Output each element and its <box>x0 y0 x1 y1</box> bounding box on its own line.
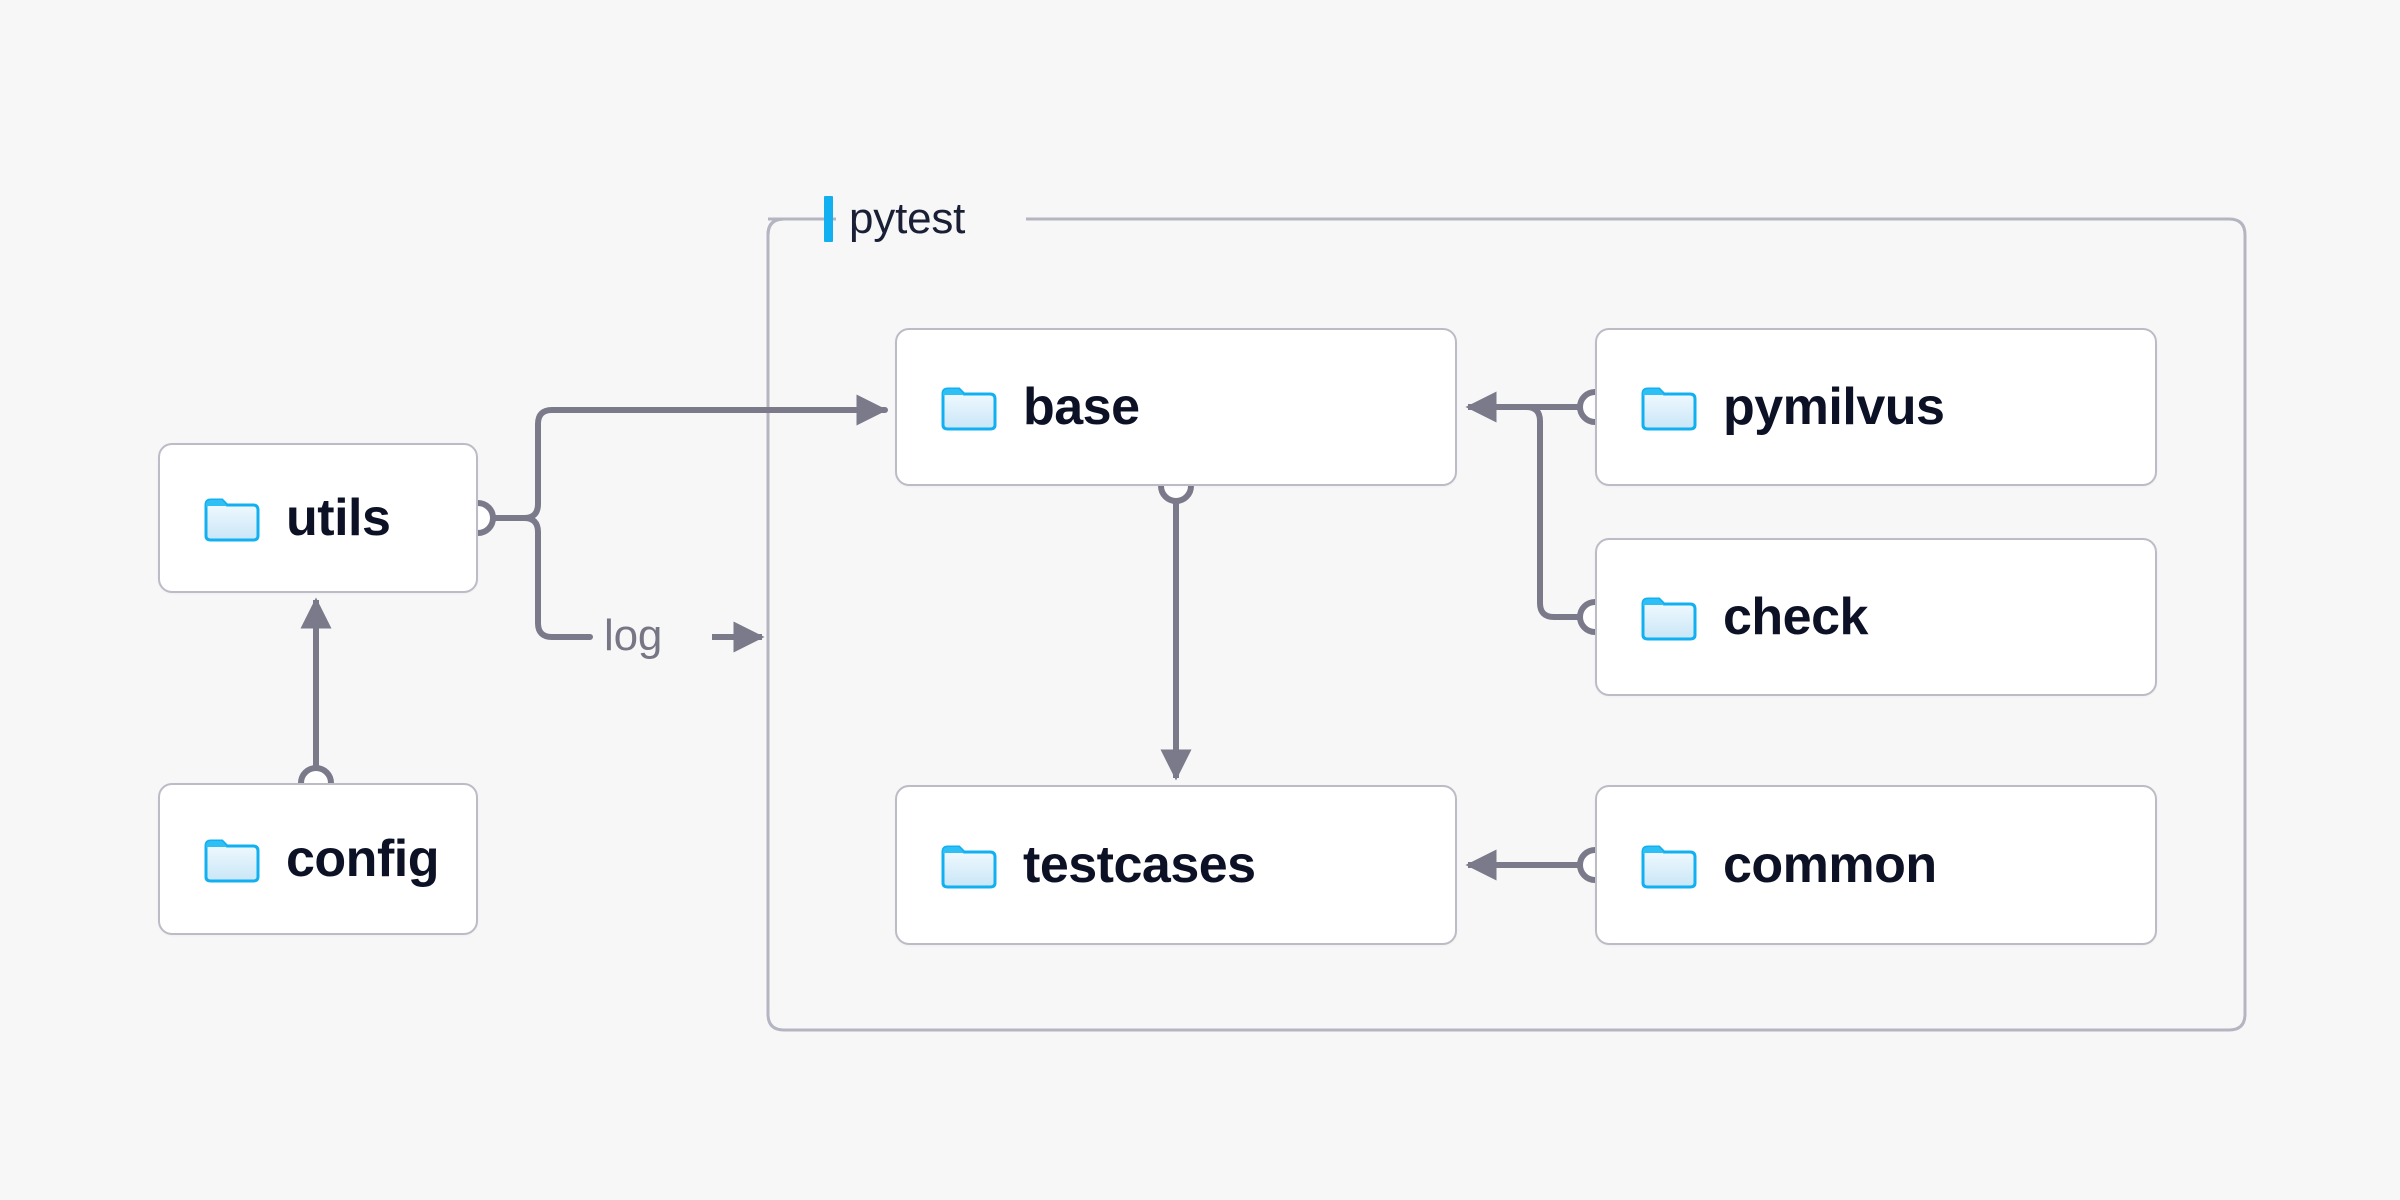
folder-icon <box>204 498 260 542</box>
node-check[interactable]: check <box>1595 538 2157 696</box>
folder-icon <box>1641 597 1697 641</box>
node-label-common: common <box>1723 836 1937 894</box>
folder-icon <box>204 839 260 883</box>
node-label-pymilvus: pymilvus <box>1723 378 1945 436</box>
edge-base-to-testcases <box>1158 468 1194 781</box>
edge-utils-branch <box>460 394 888 653</box>
edge-config-to-utils <box>298 597 334 801</box>
node-label-testcases: testcases <box>1023 836 1256 894</box>
node-common[interactable]: common <box>1595 785 2157 945</box>
node-label-base: base <box>1023 378 1140 436</box>
edge-label-log: log <box>604 611 663 660</box>
folder-icon <box>941 387 997 431</box>
node-pymilvus[interactable]: pymilvus <box>1595 328 2157 486</box>
node-config[interactable]: config <box>158 783 478 935</box>
folder-icon <box>1641 845 1697 889</box>
node-label-config: config <box>286 830 439 888</box>
node-testcases[interactable]: testcases <box>895 785 1457 945</box>
edge-pymilvus-check-to-base <box>1465 389 1613 635</box>
group-title-text: pytest <box>849 194 966 243</box>
pytest-group-label: pytest <box>824 196 965 242</box>
folder-icon <box>941 845 997 889</box>
node-utils[interactable]: utils <box>158 443 478 593</box>
folder-icon <box>1641 387 1697 431</box>
node-label-utils: utils <box>286 489 391 547</box>
node-base[interactable]: base <box>895 328 1457 486</box>
edge-common-to-testcases <box>1465 847 1613 883</box>
group-accent-bar <box>824 196 833 242</box>
node-label-check: check <box>1723 588 1868 646</box>
